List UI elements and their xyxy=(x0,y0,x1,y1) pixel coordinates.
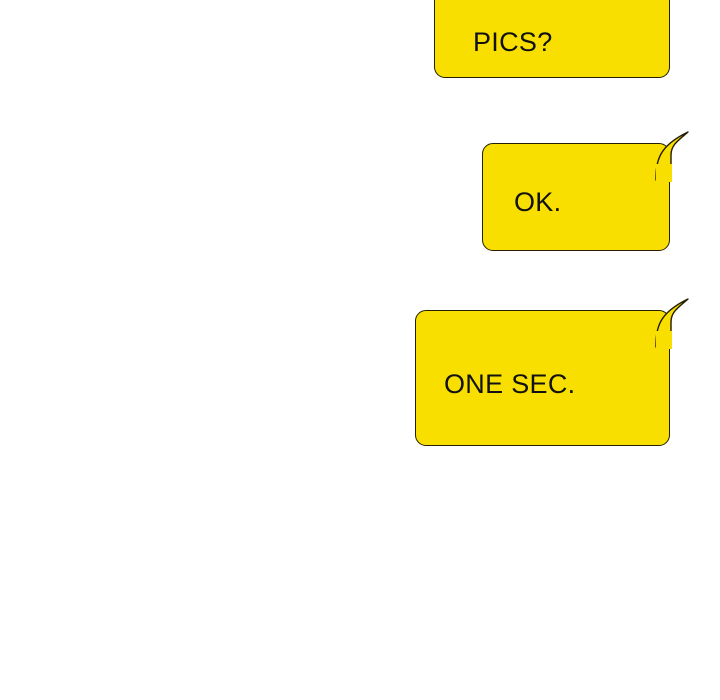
speech-bubble-pics: PICS? xyxy=(434,0,670,78)
speech-bubble-tail-icon xyxy=(655,131,689,182)
speech-bubble-ok: OK. xyxy=(482,131,689,251)
speech-bubble-text: OK. xyxy=(514,186,562,217)
speech-bubble-text: PICS? xyxy=(473,27,553,58)
speech-bubble-text: ONE SEC. xyxy=(444,368,576,399)
speech-bubble-onesec: ONE SEC. xyxy=(415,298,689,446)
speech-bubble-tail-icon xyxy=(655,298,689,349)
